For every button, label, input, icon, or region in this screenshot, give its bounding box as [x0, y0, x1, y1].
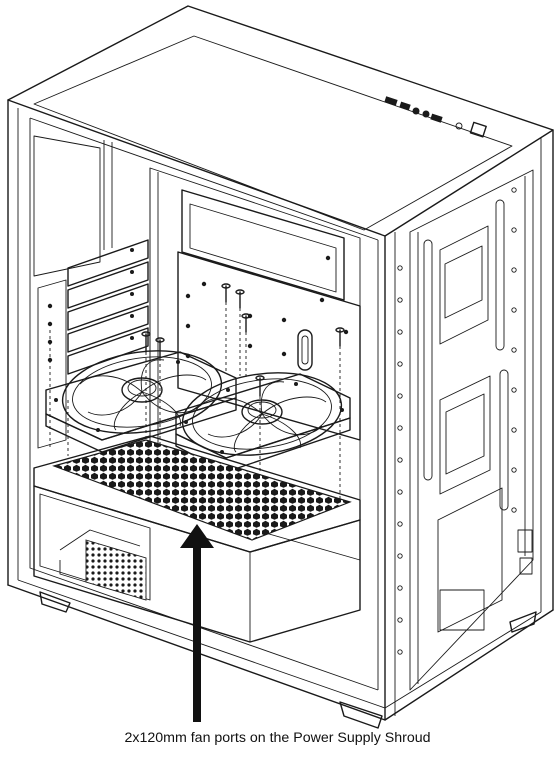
fan-right: [175, 372, 351, 473]
screw-icon: [235, 289, 245, 309]
fan-icon: [199, 381, 327, 453]
pci-slot-covers: [67, 239, 149, 375]
rear-panel: [33, 135, 113, 449]
screw-icon: [141, 331, 151, 353]
screw-icon: [221, 283, 231, 303]
figure-caption: 2x120mm fan ports on the Power Supply Sh…: [124, 730, 431, 746]
psu-shroud: [33, 435, 361, 643]
fan-left: [45, 350, 237, 453]
case-outline: [7, 5, 554, 729]
fan-icon: [79, 359, 207, 431]
screw-icon: [155, 337, 165, 359]
screw-icon: [335, 327, 345, 347]
arrow-icon: [180, 524, 214, 722]
screw-icon: [241, 313, 251, 333]
front-panel-frame: [397, 169, 534, 691]
top-io-panel: [384, 96, 487, 138]
